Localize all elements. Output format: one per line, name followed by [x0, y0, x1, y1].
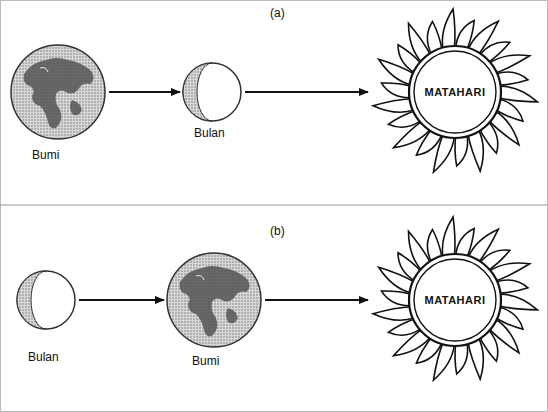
panel-label: (a) [270, 6, 285, 20]
earth-globe [166, 252, 262, 348]
panel-label: (b) [270, 224, 285, 238]
panel-divider [0, 205, 548, 206]
arrow-connector [245, 91, 368, 93]
earth-node: Bumi [10, 44, 106, 140]
moon-node: Bulan [16, 270, 76, 330]
moon-node: Bulan [182, 62, 242, 122]
body-label: Bulan [28, 350, 59, 364]
body-label: Bumi [192, 354, 219, 368]
moon-phase [182, 62, 242, 122]
arrow-connector [265, 299, 368, 301]
sun-node: MATAHARI [370, 215, 540, 385]
sun-label: MATAHARI [424, 86, 485, 98]
arrow-connector [79, 299, 164, 301]
body-label: Bumi [32, 148, 59, 162]
arrow-connector [109, 91, 180, 93]
earth-globe [10, 44, 106, 140]
body-label: Bulan [194, 126, 225, 140]
sun-label: MATAHARI [424, 294, 485, 306]
earth-node: Bumi [166, 252, 262, 348]
moon-phase [16, 270, 76, 330]
sun-node: MATAHARI [370, 7, 540, 177]
